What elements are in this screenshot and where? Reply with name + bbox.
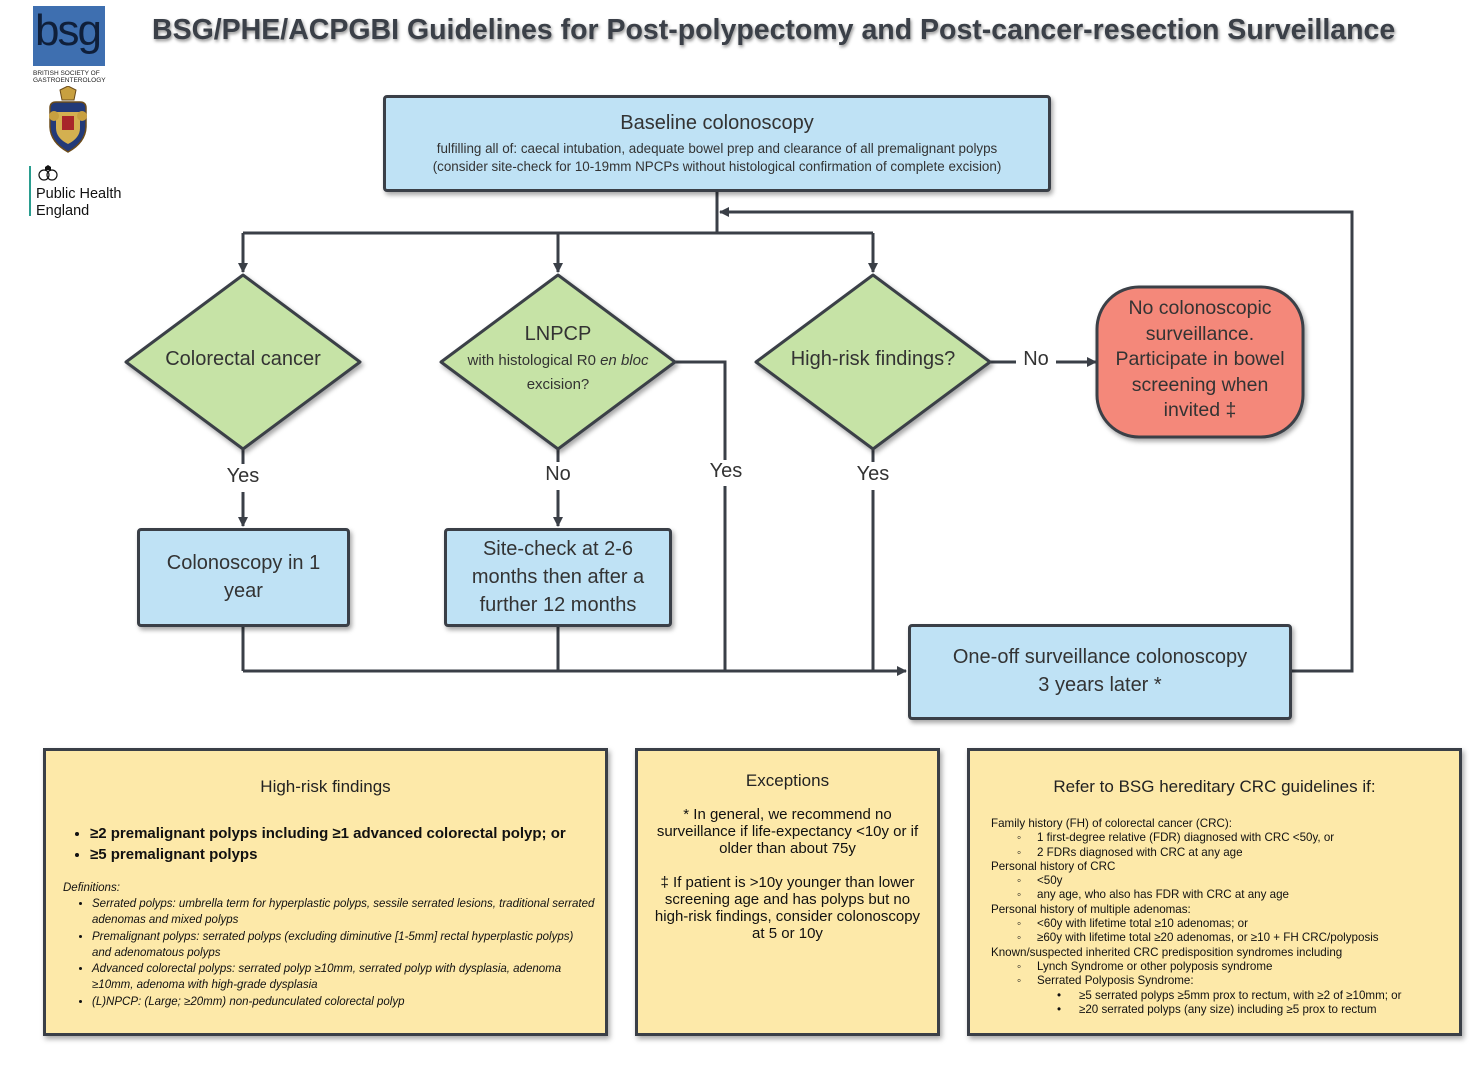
label-cc-yes: Yes: [226, 465, 260, 487]
hereditary-item: ◦Lynch Syndrome or other polyposis syndr…: [1017, 959, 1273, 973]
terminal-no-surveillance: No colonoscopic surveillance. Participat…: [1115, 297, 1285, 421]
label-lnpcp-yes: Yes: [709, 460, 743, 482]
label-hr-yes: Yes: [856, 463, 890, 485]
lnpcp-subtitle-a: with histological R0: [467, 352, 601, 369]
one-off-surveillance-box: One-off surveillance colonoscopy 3 years…: [908, 624, 1292, 720]
page-title: BSG/PHE/ACPGBI Guidelines for Post-polyp…: [152, 14, 1396, 46]
phe-crest-icon: [38, 165, 58, 181]
acpgbi-crest-icon: [49, 86, 87, 153]
label-hr-no: No: [1016, 348, 1056, 371]
baseline-colonoscopy-box: Baseline colonoscopy fulfilling all of: …: [383, 95, 1051, 192]
hereditary-item: ◦2 FDRs diagnosed with CRC at any age: [1017, 845, 1243, 859]
family-history-list: ◦1 first-degree relative (FDR) diagnosed…: [991, 831, 1451, 860]
personal-history-heading: Personal history of CRC: [991, 859, 1116, 873]
lnpcp-subtitle: with histological R0 en bloc excision?: [448, 349, 668, 397]
bsg-logo: bsg: [33, 6, 105, 66]
one-off-line2: 3 years later *: [1038, 674, 1162, 696]
site-check-text: Site-check at 2-6 months then after a fu…: [471, 538, 645, 616]
syndromes-heading: Known/suspected inherited CRC predisposi…: [991, 945, 1343, 959]
multiple-adenomas-list: ◦<60y with lifetime total ≥10 adenomas; …: [991, 917, 1451, 946]
colonoscopy-1-year-text: Colonoscopy in 1 year: [166, 552, 321, 602]
syndromes-list: ◦Lynch Syndrome or other polyposis syndr…: [991, 960, 1451, 989]
decision-high-risk-shape: [754, 273, 992, 451]
high-risk-criterion: ≥2 premalignant polyps including ≥1 adva…: [90, 823, 605, 844]
definition-item: (L)NPCP: (Large; ≥20mm) non-pedunculated…: [92, 994, 595, 1010]
definitions-list: Serrated polyps: umbrella term for hyper…: [46, 896, 595, 1010]
baseline-line1: fulfilling all of: caecal intubation, ad…: [436, 141, 998, 156]
serrated-polyposis-list: •≥5 serrated polyps ≥5mm prox to rectum,…: [991, 989, 1451, 1018]
bsg-wordmark: bsg: [35, 6, 102, 55]
family-history-heading: Family history (FH) of colorectal cancer…: [991, 817, 1232, 830]
site-check-box: Site-check at 2-6 months then after a fu…: [444, 528, 672, 627]
high-risk-findings-panel: High-risk findings ≥2 premalignant polyp…: [43, 748, 608, 1036]
hereditary-guidelines-panel: Refer to BSG hereditary CRC guidelines i…: [967, 748, 1462, 1036]
hereditary-item: ◦<50y: [1017, 874, 1063, 888]
phe-wordmark: Public Health England: [36, 186, 121, 220]
exceptions-panel: Exceptions * In general, we recommend no…: [635, 748, 940, 1036]
baseline-line2: (consider site-check for 10-19mm NPCPs w…: [432, 159, 1002, 174]
multiple-adenomas-heading: Personal history of multiple adenomas:: [991, 902, 1191, 916]
decision-high-risk: High-risk findings?: [790, 348, 956, 370]
high-risk-criterion: ≥5 premalignant polyps: [90, 844, 605, 865]
definitions-heading: Definitions:: [63, 882, 120, 894]
lnpcp-title: LNPCP: [524, 323, 592, 345]
hereditary-body: Family history (FH) of colorectal cancer…: [991, 817, 1451, 1017]
terminal-no-surveillance-shape: [1095, 285, 1305, 439]
hereditary-item: •≥20 serrated polyps (any size) includin…: [1057, 1002, 1377, 1016]
hereditary-item: ◦1 first-degree relative (FDR) diagnosed…: [1017, 831, 1335, 845]
lnpcp-subtitle-em: en bloc: [600, 352, 649, 369]
colonoscopy-1-year-box: Colonoscopy in 1 year: [137, 528, 350, 627]
connector-loop-back: [719, 207, 1354, 673]
decision-lnpcp: LNPCP with histological R0 en bloc excis…: [448, 323, 668, 397]
phe-line2: England: [36, 203, 90, 219]
decision-colorectal-cancer: Colorectal cancer: [165, 348, 321, 370]
exceptions-para2: ‡ If patient is >10y younger than lower …: [654, 874, 921, 942]
exceptions-title: Exceptions: [745, 771, 830, 790]
baseline-title: Baseline colonoscopy: [620, 112, 814, 134]
high-risk-criteria-list: ≥2 premalignant polyps including ≥1 adva…: [46, 823, 605, 865]
hereditary-item: ◦any age, who also has FDR with CRC at a…: [1017, 888, 1289, 902]
connector-lnpcp-yes-top: [673, 360, 727, 460]
bsg-caption: BRITISH SOCIETY OF GASTROENTEROLOGY: [33, 70, 106, 84]
exceptions-para1: * In general, we recommend no surveillan…: [656, 806, 919, 857]
one-off-line1: One-off surveillance colonoscopy: [952, 646, 1248, 668]
definition-item: Premalignant polyps: serrated polyps (ex…: [92, 929, 595, 962]
definition-item: Serrated polyps: umbrella term for hyper…: [92, 896, 595, 929]
hereditary-title: Refer to BSG hereditary CRC guidelines i…: [1053, 777, 1376, 796]
hereditary-item: ◦Serrated Polyposis Syndrome:: [1017, 974, 1194, 988]
lnpcp-subtitle-b: excision?: [526, 376, 590, 393]
phe-rule: [29, 166, 31, 216]
hereditary-item: ◦≥60y with lifetime total ≥20 adenomas, …: [1017, 931, 1379, 945]
decision-colorectal-cancer-shape: [124, 273, 362, 451]
hereditary-item: ◦<60y with lifetime total ≥10 adenomas; …: [1017, 917, 1248, 931]
hereditary-item: •≥5 serrated polyps ≥5mm prox to rectum,…: [1057, 988, 1402, 1002]
personal-history-list: ◦<50y ◦any age, who also has FDR with CR…: [991, 874, 1451, 903]
decision-lnpcp-shape: [439, 273, 677, 451]
definition-item: Advanced colorectal polyps: serrated pol…: [92, 961, 595, 994]
phe-line1: Public Health: [36, 186, 122, 202]
high-risk-panel-title: High-risk findings: [260, 777, 391, 796]
label-lnpcp-no: No: [545, 463, 571, 485]
